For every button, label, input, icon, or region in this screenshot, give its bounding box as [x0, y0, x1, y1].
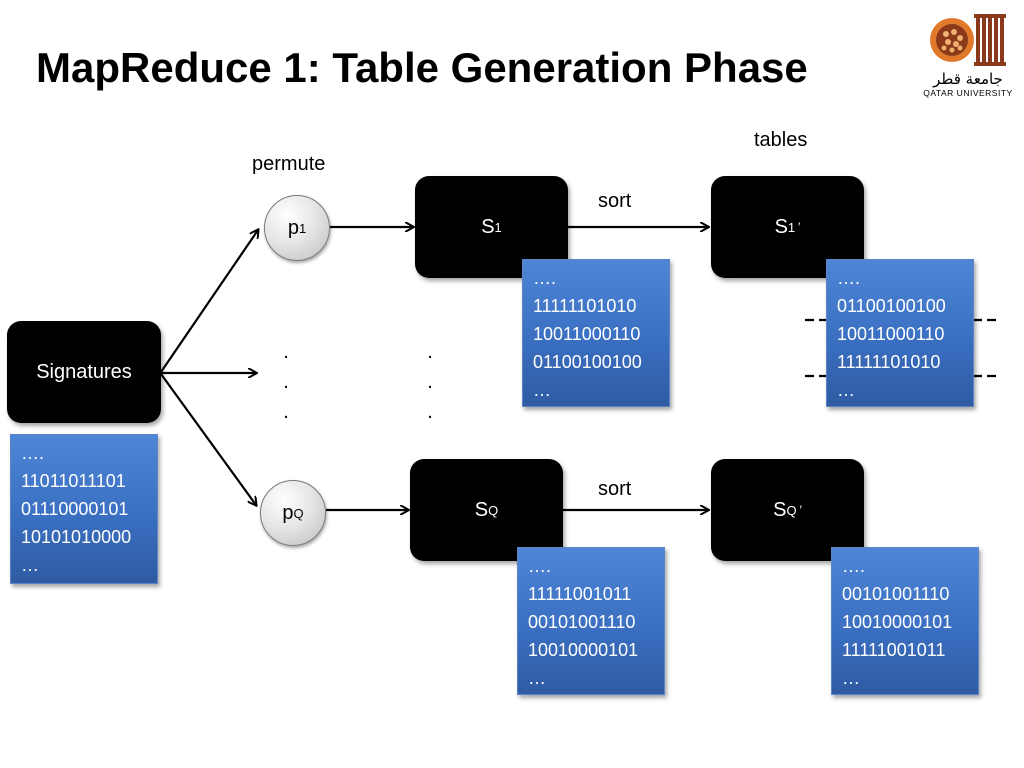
sort-label-bottom: sort	[598, 478, 632, 500]
data-row: …	[533, 380, 551, 400]
vertical-ellipsis-left: . . .	[281, 337, 291, 427]
arrow-signatures-to-pq	[160, 373, 256, 505]
dot: .	[427, 401, 433, 423]
logo-arabic-text: جامعة قطر	[933, 70, 1003, 88]
dot: .	[427, 341, 433, 363]
s1-sorted-subscript: 1	[787, 219, 796, 235]
university-emblem-icon	[930, 14, 1006, 66]
s1-sorted-data-box: …. 01100100100 10011000110 11111101010 …	[826, 259, 974, 407]
data-row: 01100100100	[837, 296, 946, 316]
s1-sorted-base: S	[774, 215, 788, 238]
data-row: …	[842, 668, 860, 688]
signatures-node: Signatures	[7, 321, 161, 423]
sq-data-box: …. 11111001011 00101001110 10010000101 …	[517, 547, 665, 695]
pq-subscript: Q	[293, 505, 304, 521]
sq-sorted-subscript: Q	[786, 502, 797, 518]
p1-subscript: 1	[298, 220, 307, 236]
data-row: ….	[21, 443, 45, 463]
data-row: 10011000110	[533, 324, 641, 344]
data-row: 11111101010	[837, 352, 941, 372]
signatures-label: Signatures	[36, 360, 132, 383]
p1-base: p	[287, 216, 299, 239]
page-title: MapReduce 1: Table Generation Phase	[36, 44, 808, 91]
s1-subscript: 1	[494, 219, 502, 235]
data-row: 01110000101	[21, 499, 129, 519]
sq-sorted-data-box: …. 00101001110 10010000101 11111001011 …	[831, 547, 979, 695]
data-row: 11011011101	[21, 471, 126, 491]
sq-base: S	[474, 498, 489, 521]
data-row: 10101010000	[21, 527, 132, 547]
data-row: ….	[533, 268, 557, 288]
data-row: ….	[837, 268, 861, 288]
data-row: 10011000110	[837, 324, 945, 344]
data-row: 11111001011	[528, 584, 632, 604]
data-row: 11111101010	[533, 296, 637, 316]
data-row: 10010000101	[528, 640, 639, 660]
dot: .	[283, 401, 289, 423]
data-row: 11111001011	[842, 640, 946, 660]
permute-label: permute	[252, 153, 326, 175]
data-row: …	[837, 380, 855, 400]
dot: .	[427, 371, 433, 393]
data-row: 10010000101	[842, 612, 953, 632]
sq-sorted-base: S	[773, 498, 787, 521]
data-row: 00101001110	[528, 612, 636, 632]
dot: .	[283, 341, 289, 363]
s1-data-box: …. 11111101010 10011000110 01100100100 …	[522, 259, 670, 407]
s1-sorted-prime: ′	[798, 220, 801, 234]
dot: .	[283, 371, 289, 393]
vertical-ellipsis-middle: . . .	[425, 337, 435, 427]
data-row: 01100100100	[533, 352, 642, 372]
qatar-university-logo: جامعة قطر QATAR UNIVERSITY	[918, 8, 1018, 98]
logo-english-text: QATAR UNIVERSITY	[923, 88, 1013, 98]
data-row: ….	[842, 556, 866, 576]
tables-label: tables	[754, 129, 808, 151]
arrow-signatures-to-p1	[160, 230, 258, 373]
sq-subscript: Q	[488, 502, 499, 518]
data-row: ….	[528, 556, 552, 576]
s1-base: S	[481, 215, 495, 238]
pq-base: p	[282, 501, 294, 524]
sq-sorted-prime: ′	[799, 503, 802, 517]
data-row: …	[528, 668, 546, 688]
data-row: …	[21, 555, 39, 575]
sort-label-top: sort	[598, 190, 632, 212]
signatures-data-box: …. 11011011101 01110000101 10101010000 …	[10, 434, 158, 584]
data-row: 00101001110	[842, 584, 950, 604]
